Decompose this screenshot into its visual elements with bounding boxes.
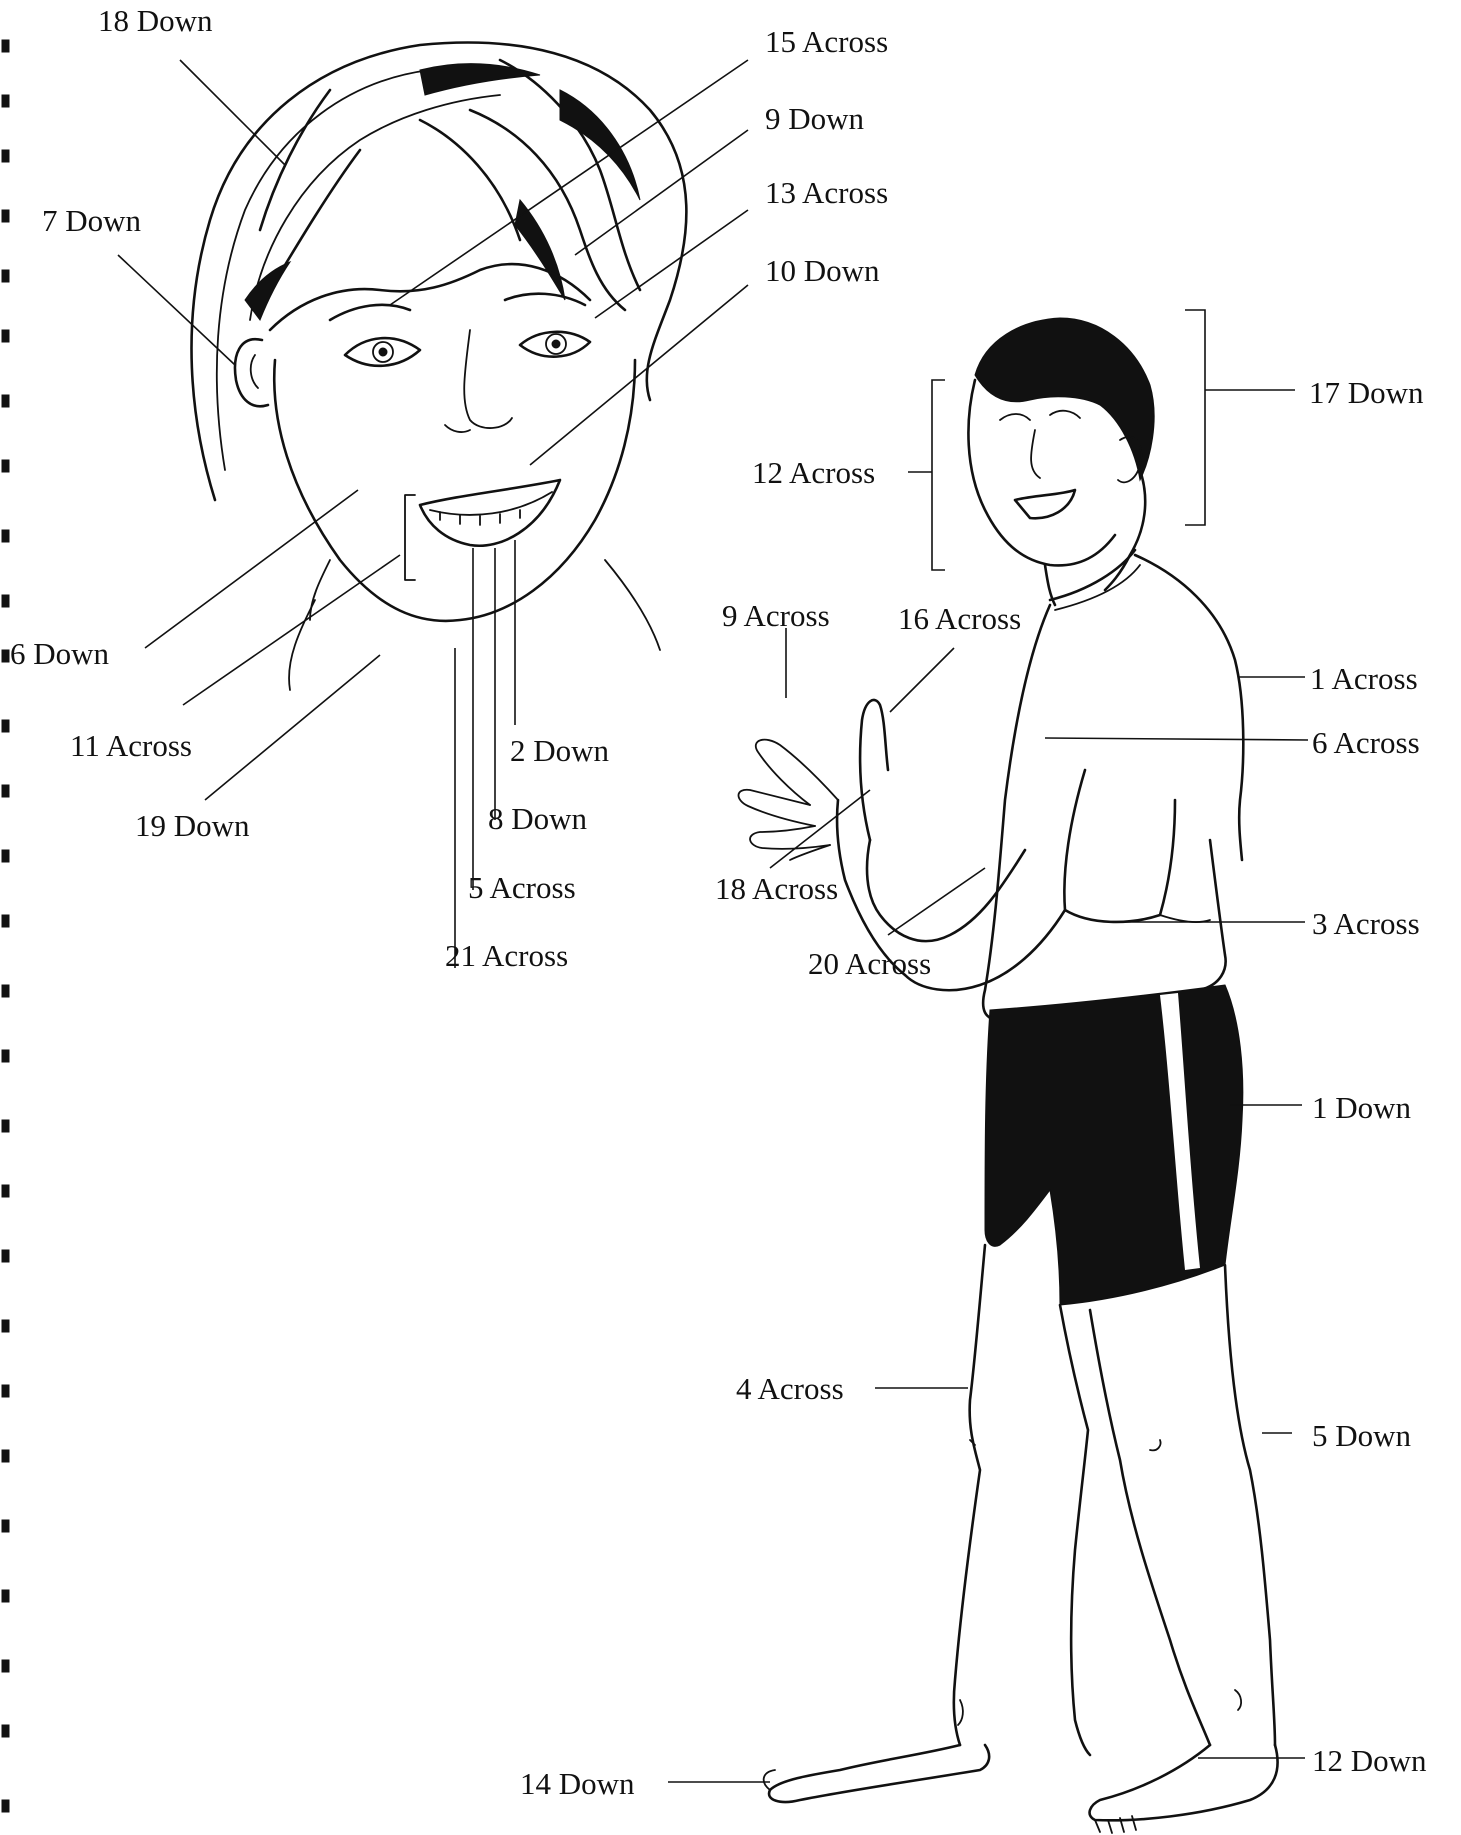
label-8-down: 8 Down	[488, 803, 587, 834]
label-5-across: 5 Across	[468, 872, 576, 903]
label-12-down: 12 Down	[1312, 1745, 1427, 1776]
label-6-across: 6 Across	[1312, 727, 1420, 758]
label-11-across: 11 Across	[70, 730, 192, 761]
label-7-down: 7 Down	[42, 205, 141, 236]
label-4-across: 4 Across	[736, 1373, 844, 1404]
label-20-across: 20 Across	[808, 948, 931, 979]
binding-marks	[2, 40, 9, 1812]
label-16-across: 16 Across	[898, 603, 1021, 634]
label-21-across: 21 Across	[445, 940, 568, 971]
label-1-down: 1 Down	[1312, 1092, 1411, 1123]
label-12-across: 12 Across	[752, 457, 875, 488]
label-18-across: 18 Across	[715, 873, 838, 904]
label-13-across: 13 Across	[765, 177, 888, 208]
label-5-down: 5 Down	[1312, 1420, 1411, 1451]
label-6-down: 6 Down	[10, 638, 109, 669]
label-9-across: 9 Across	[722, 600, 830, 631]
label-2-down: 2 Down	[510, 735, 609, 766]
man-figure-drawing	[738, 318, 1277, 1833]
label-19-down: 19 Down	[135, 810, 250, 841]
label-14-down: 14 Down	[520, 1768, 635, 1799]
label-17-down: 17 Down	[1309, 377, 1424, 408]
label-3-across: 3 Across	[1312, 908, 1420, 939]
woman-face-drawing	[191, 43, 686, 690]
label-10-down: 10 Down	[765, 255, 880, 286]
label-15-across: 15 Across	[765, 26, 888, 57]
label-1-across: 1 Across	[1310, 663, 1418, 694]
label-18-down: 18 Down	[98, 5, 213, 36]
label-9-down: 9 Down	[765, 103, 864, 134]
